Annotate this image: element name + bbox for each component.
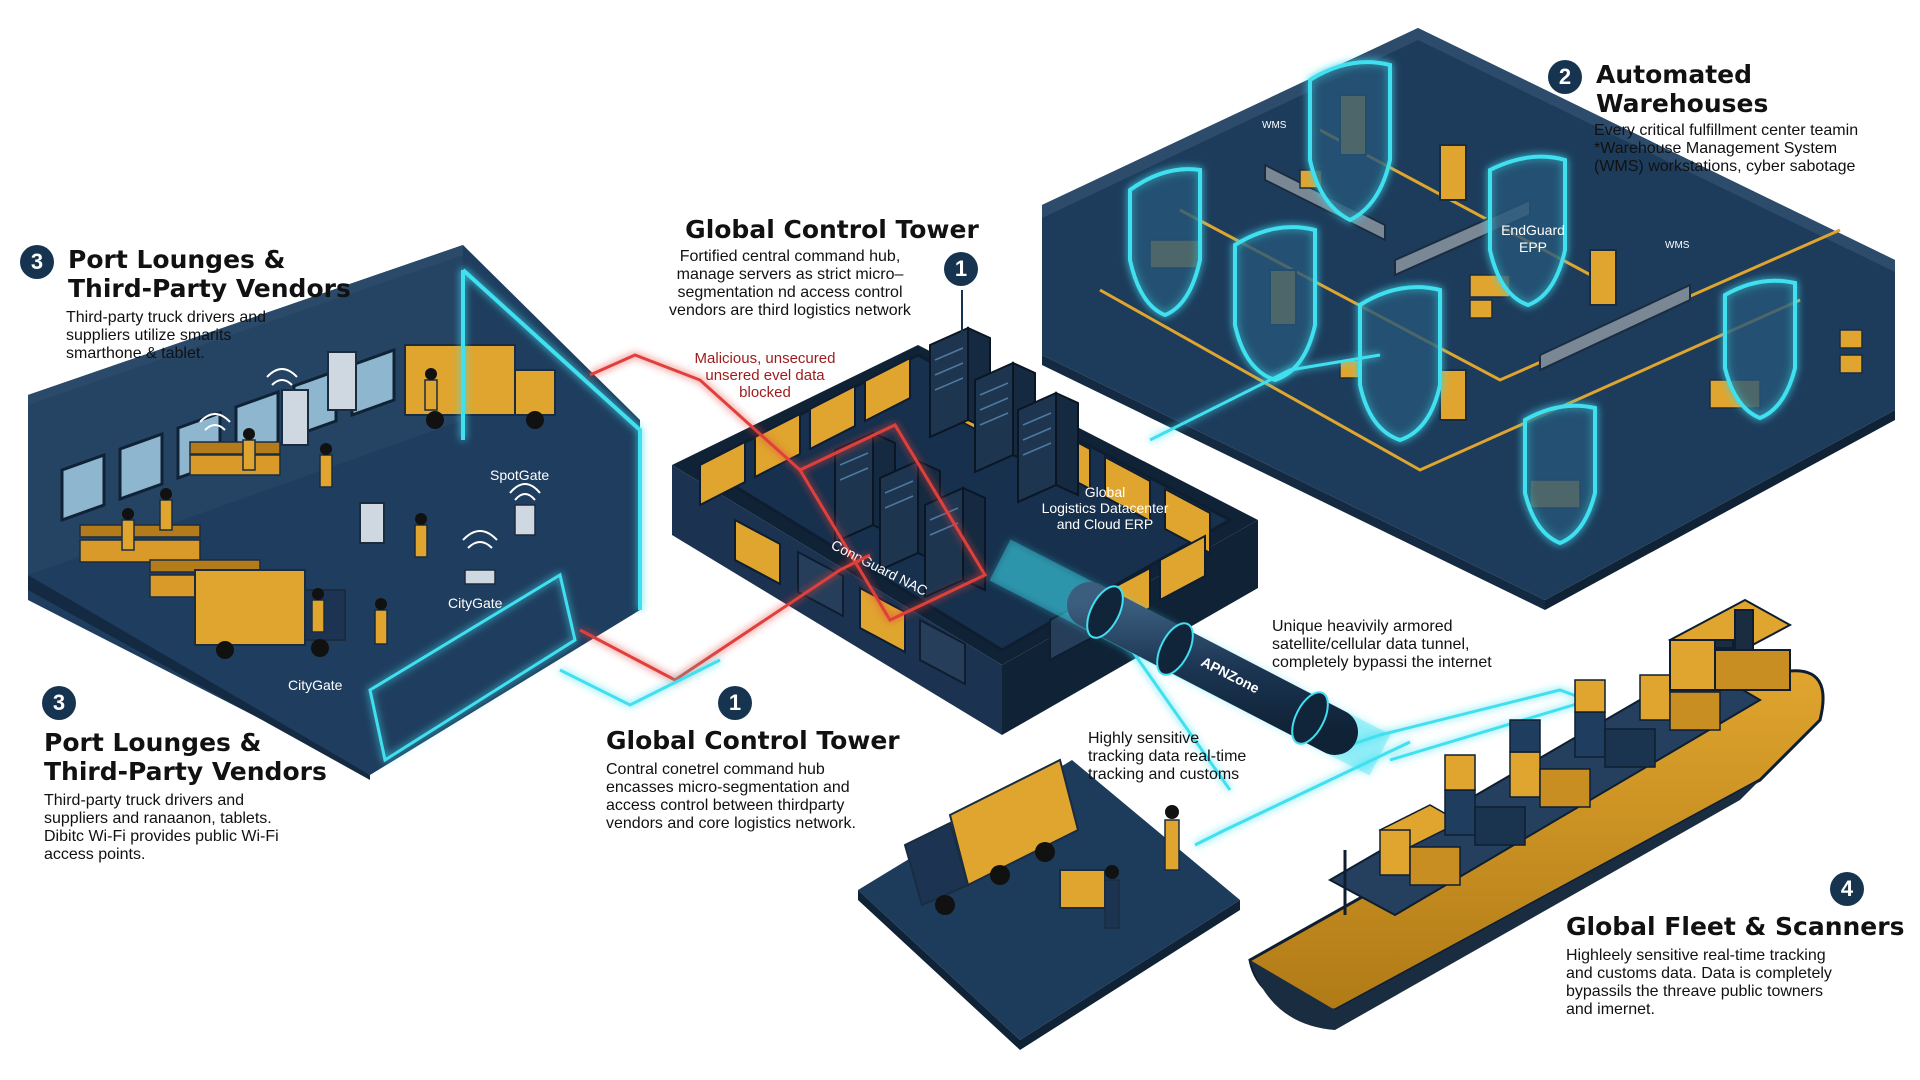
callout-global-control-tower-top: Global Control Tower: [662, 215, 1002, 244]
line: suppliers utilize smarits: [66, 327, 232, 344]
warehouse-title: Automated Warehouses: [1596, 60, 1769, 118]
port-lounges-title-line1: Port Lounges &: [68, 245, 286, 274]
truck-platform: [858, 758, 1240, 1050]
line: encasses micro-segmentation and: [606, 779, 850, 796]
tunnel-label: Unique heavivily armored satellite/cellu…: [1272, 618, 1542, 672]
line: Fortified central command hub,: [679, 248, 901, 265]
line: tracking data real-time: [1088, 748, 1247, 765]
line: (WMS) workstations, cyber sabotage: [1594, 158, 1856, 175]
badge-1-bottom: 1: [718, 686, 752, 720]
line: and imernet.: [1566, 1001, 1655, 1018]
line: Highleely sensitive real-time tracking: [1566, 947, 1826, 964]
line: Highly sensitive: [1088, 730, 1200, 747]
badge-3-bottom: 3: [42, 686, 76, 720]
callout-global-fleet: Global Fleet & Scanners Highleely sensit…: [1566, 912, 1906, 1019]
callout-port-lounges-top: 3 Port Lounges & Third-Party Vendors Thi…: [20, 245, 360, 363]
wms-tag-b: WMS: [1665, 240, 1690, 251]
line: smarthone & tablet.: [66, 345, 205, 362]
control-tower-title-top: Global Control Tower: [685, 215, 979, 244]
fleet-title: Global Fleet & Scanners: [1566, 912, 1905, 941]
line: Every critical fulfillment center teamin: [1594, 122, 1859, 139]
spotgate-label: SpotGate: [490, 467, 549, 483]
line: Contral conetrel command hub: [606, 761, 825, 778]
line: suppliers and ranaanon, tablets.: [44, 810, 272, 827]
port-lounges-title-line2: Third-Party Vendors: [68, 274, 351, 303]
line: and customs data. Data is completely: [1566, 965, 1832, 982]
port-lounge-room: SpotGate CityGate CityGate: [28, 245, 642, 780]
wms-tag-a: WMS: [1262, 120, 1287, 131]
line: tracking and customs: [1088, 766, 1240, 783]
port-lounges-bottom-title-line2: Third-Party Vendors: [44, 757, 327, 786]
line: access control between thirdparty: [606, 797, 845, 814]
line: access points.: [44, 846, 146, 863]
line: vendors are third logistics network: [669, 302, 911, 319]
apn-tunnel-pipe: APNZone: [989, 539, 1391, 776]
tracking-data-label: Highly sensitive tracking data real-time…: [1088, 730, 1288, 784]
line: manage servers as strict micro–: [676, 266, 904, 283]
line: Third-party truck drivers and: [44, 792, 245, 809]
endguard-epp-label-line1: EndGuard: [1501, 222, 1565, 238]
datacenter-label-line1: Global: [1085, 484, 1125, 500]
line: blocked: [739, 384, 791, 401]
line: Dibitc Wi-Fi provides public Wi-Fi: [44, 828, 279, 845]
citygate-label-b: CityGate: [288, 677, 343, 693]
badge-2: 2: [1548, 60, 1582, 94]
cargo-ship: [1248, 598, 1825, 1030]
control-tower-title-bottom: Global Control Tower: [606, 726, 900, 755]
datacenter-label-line2: Logistics Datacenter: [1042, 500, 1169, 516]
callout-global-control-tower-bottom: Global Control Tower Contral conetrel co…: [606, 726, 946, 833]
line: bypassils the threave public towners: [1566, 983, 1824, 1000]
port-lounges-bottom-title-line1: Port Lounges &: [44, 728, 262, 757]
line: vendors and core logistics network.: [606, 815, 856, 832]
line: satellite/cellular data tunnel,: [1272, 636, 1470, 653]
line: *Warehouse Management System: [1594, 140, 1838, 157]
datacenter-label-line3: and Cloud ERP: [1057, 516, 1154, 532]
line: completely bypassi the internet: [1272, 654, 1492, 671]
callout-port-lounges-bottom: Port Lounges & Third-Party Vendors Third…: [44, 728, 364, 864]
badge-4: 4: [1830, 872, 1864, 906]
warehouse-room: EndGuard EPP WMS WMS: [1042, 28, 1895, 610]
line: Malicious, unsecured: [694, 350, 836, 367]
endguard-epp-label-line2: EPP: [1519, 239, 1547, 255]
line: unsered evel data: [705, 367, 825, 384]
badge-1-top: 1: [944, 252, 978, 286]
blocked-traffic-label: Malicious, unsecured unsered evel data b…: [660, 350, 870, 401]
line: Third-party truck drivers and: [66, 309, 267, 326]
line: Unique heavivily armored: [1272, 618, 1453, 635]
badge-3-top: 3: [20, 245, 54, 279]
citygate-label-a: CityGate: [448, 595, 503, 611]
line: segmentation nd access control: [677, 284, 903, 301]
callout-automated-warehouses: 2 Automated Warehouses Every critical fu…: [1548, 60, 1908, 176]
control-tower-desc-top: Fortified central command hub, manage se…: [640, 248, 940, 320]
